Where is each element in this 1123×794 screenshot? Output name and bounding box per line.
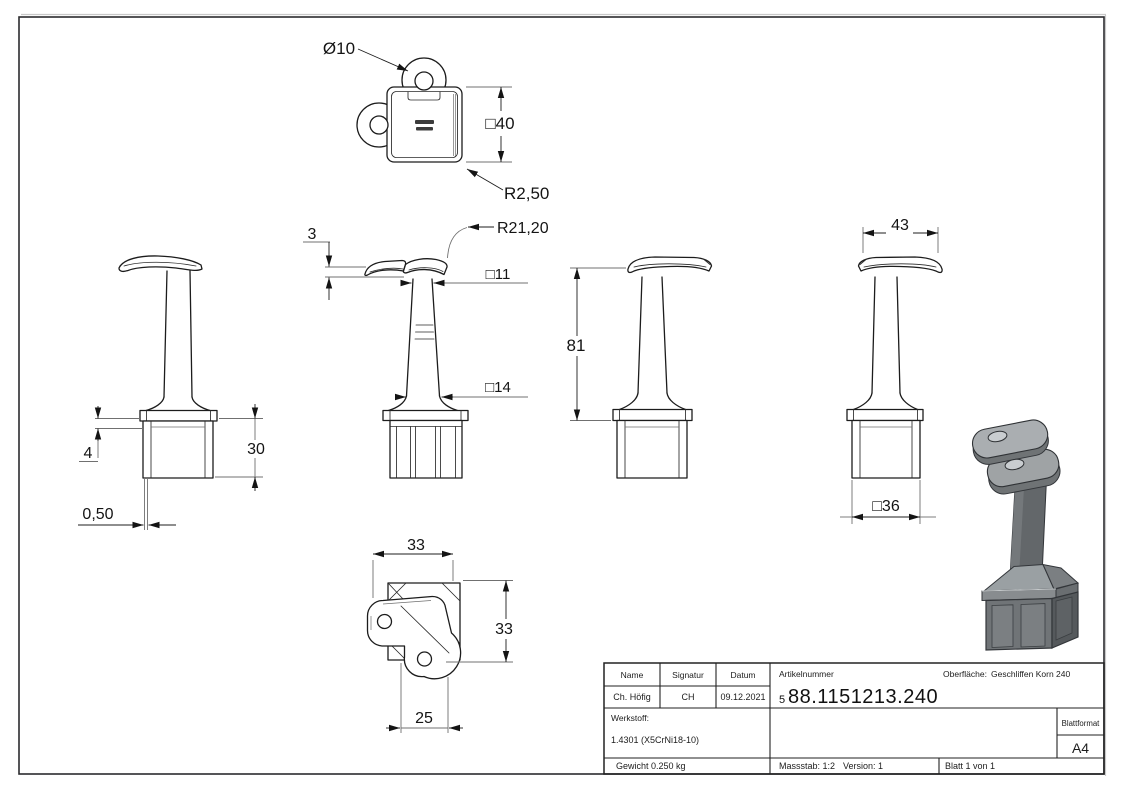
view-top: Ø10 □40 R2,50 xyxy=(323,39,549,203)
view-left: 4 30 0,50 xyxy=(78,255,265,530)
dim-saddle-radius: R21,20 xyxy=(497,220,549,237)
titleblock-date-value: 09.12.2021 xyxy=(720,692,765,702)
titleblock-weight-value: Gewicht 0.250 kg xyxy=(616,761,686,771)
dim-bottom-width: 33 xyxy=(407,537,425,554)
titleblock-signature-label: Signatur xyxy=(672,670,704,680)
view-bottom: 33 33 25 xyxy=(366,537,513,733)
iso-hole-lower xyxy=(1004,458,1025,471)
dim-stem-bottom-square: □14 xyxy=(485,379,511,396)
dim-plate-thickness: 3 xyxy=(308,226,317,243)
dim-wall-gap: 0,50 xyxy=(82,506,113,523)
titleblock-scale-value: Massstab: 1:2 xyxy=(779,761,835,771)
title-block: Name Signatur Datum Ch. Höfig CH 09.12.2… xyxy=(603,662,1105,775)
titleblock-article-number: 88.1151213.240 xyxy=(788,686,938,708)
dim-saddle-width: 43 xyxy=(891,217,909,234)
titleblock-surface-label: Oberfläche: xyxy=(943,669,987,679)
titleblock-material-label: Werkstoff: xyxy=(611,713,649,723)
titleblock-material-value: 1.4301 (X5CrNi18-10) xyxy=(611,735,699,745)
titleblock-format-value: A4 xyxy=(1072,740,1089,756)
dim-overall-height: 81 xyxy=(567,336,586,355)
sheet-frame xyxy=(18,16,1105,775)
titleblock-format-label: Blattformat xyxy=(1062,719,1101,728)
titleblock-name-label: Name xyxy=(621,670,644,680)
titleblock-article-prefix: 5 xyxy=(779,694,785,706)
iso-stem-highlight xyxy=(1010,469,1025,578)
iso-panel-mid xyxy=(1020,603,1046,648)
dim-corner-radius: R2,50 xyxy=(504,184,549,203)
titleblock-surface-value: Geschliffen Korn 240 xyxy=(991,669,1070,679)
engraving-mark xyxy=(416,127,433,131)
view-front: 3 R21,20 □11 □14 xyxy=(303,220,549,479)
dim-base-square: □36 xyxy=(872,498,900,515)
dim-stem-top-square: □11 xyxy=(486,266,511,283)
dim-hole-diameter: Ø10 xyxy=(323,39,355,58)
titleblock-signature-value: CH xyxy=(682,692,695,702)
dim-hole-spacing: 25 xyxy=(415,710,433,727)
dim-collar-offset: 4 xyxy=(84,445,93,462)
iso-edge-highlight xyxy=(981,588,1057,592)
titleblock-version-value: Version: 1 xyxy=(843,761,883,771)
titleblock-date-label: Datum xyxy=(730,670,755,680)
view-isometric xyxy=(971,419,1080,651)
dim-insert-depth: 30 xyxy=(247,441,265,458)
titleblock-name-value: Ch. Höfig xyxy=(613,692,651,702)
titleblock-article-label: Artikelnummer xyxy=(779,669,834,679)
iso-hole-upper xyxy=(987,430,1008,443)
view-back: 43 □36 xyxy=(840,217,943,524)
titleblock-sheet-value: Blatt 1 von 1 xyxy=(945,761,995,771)
dim-top-square: □40 xyxy=(485,114,514,133)
engraving-mark xyxy=(415,120,434,124)
iso-saddle-plate-upper xyxy=(971,419,1049,459)
iso-panel-left xyxy=(991,604,1014,648)
iso-pyramid-front xyxy=(982,563,1055,592)
view-side: 81 xyxy=(567,256,713,479)
iso-panel-right xyxy=(1055,596,1073,641)
dim-bottom-height: 33 xyxy=(495,621,513,638)
